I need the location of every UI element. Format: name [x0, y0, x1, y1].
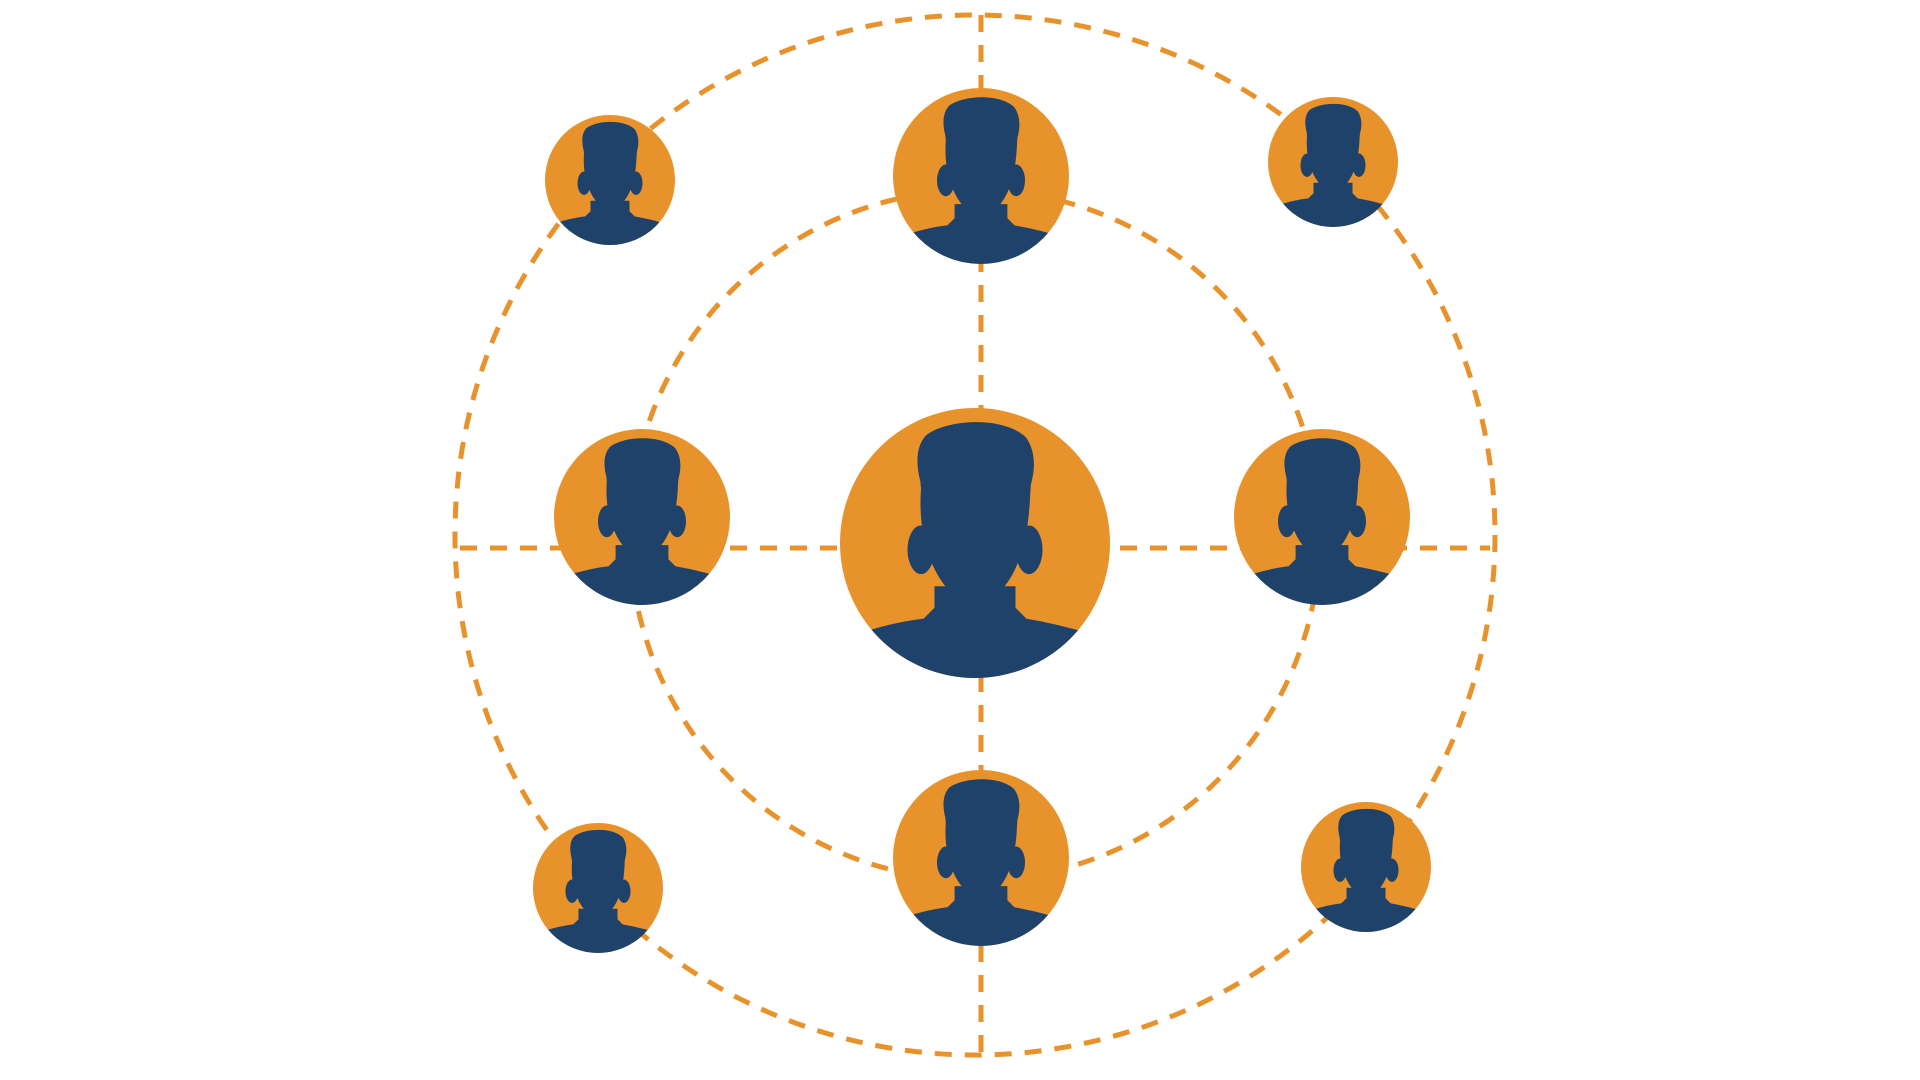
node-inner-top[interactable]	[884, 88, 1078, 264]
node-inner-right[interactable]	[1225, 429, 1419, 605]
outer-ring	[452, 12, 1498, 1058]
node-outer-bottom-right[interactable]	[1295, 802, 1438, 932]
node-outer-bottom-left[interactable]	[527, 823, 670, 953]
node-inner-bottom[interactable]	[884, 770, 1078, 946]
node-outer-top-left[interactable]	[539, 115, 682, 245]
node-center[interactable]	[827, 408, 1124, 678]
node-inner-left[interactable]	[545, 429, 739, 605]
node-outer-top-right[interactable]	[1262, 97, 1405, 227]
